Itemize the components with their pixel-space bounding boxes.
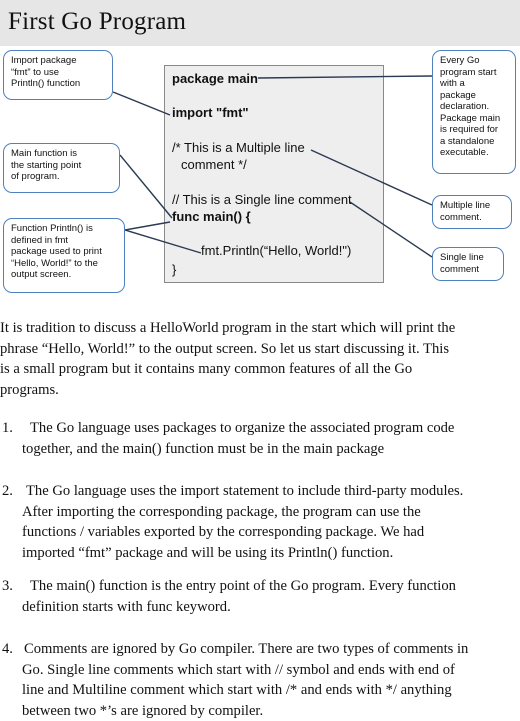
title-bar: First Go Program xyxy=(0,0,520,46)
page-title: First Go Program xyxy=(8,6,186,38)
list-number: 1. xyxy=(2,418,20,439)
list-line: together, and the main() function must b… xyxy=(22,439,519,460)
intro-paragraph: It is tradition to discuss a HelloWorld … xyxy=(0,318,520,400)
intro-line: It is tradition to discuss a HelloWorld … xyxy=(0,318,520,339)
list-line: The Go language uses packages to organiz… xyxy=(22,418,519,439)
list-line: imported “fmt” package and will be using… xyxy=(22,543,519,564)
intro-line: is a small program but it contains many … xyxy=(0,359,520,380)
list-line: functions / variables exported by the co… xyxy=(22,522,519,543)
list-line: Go. Single line comments which start wit… xyxy=(22,660,519,681)
intro-line: programs. xyxy=(0,380,520,401)
list-line: between two *’s are ignored by compiler. xyxy=(22,701,519,721)
list-line: After importing the corresponding packag… xyxy=(22,502,519,523)
code-diagram: package main import "fmt" /* This is a M… xyxy=(0,46,520,304)
intro-line: phrase “Hello, World!” to the output scr… xyxy=(0,339,520,360)
list-line: The main() function is the entry point o… xyxy=(22,576,519,597)
list-number: 2. xyxy=(2,481,20,502)
list-line: line and Multiline comment which start w… xyxy=(22,680,519,701)
list-line: definition starts with func keyword. xyxy=(22,597,519,618)
list-line: The Go language uses the import statemen… xyxy=(22,481,519,502)
list-line: Comments are ignored by Go compiler. The… xyxy=(22,639,519,660)
list-number: 3. xyxy=(2,576,20,597)
list-number: 4. xyxy=(2,639,20,660)
